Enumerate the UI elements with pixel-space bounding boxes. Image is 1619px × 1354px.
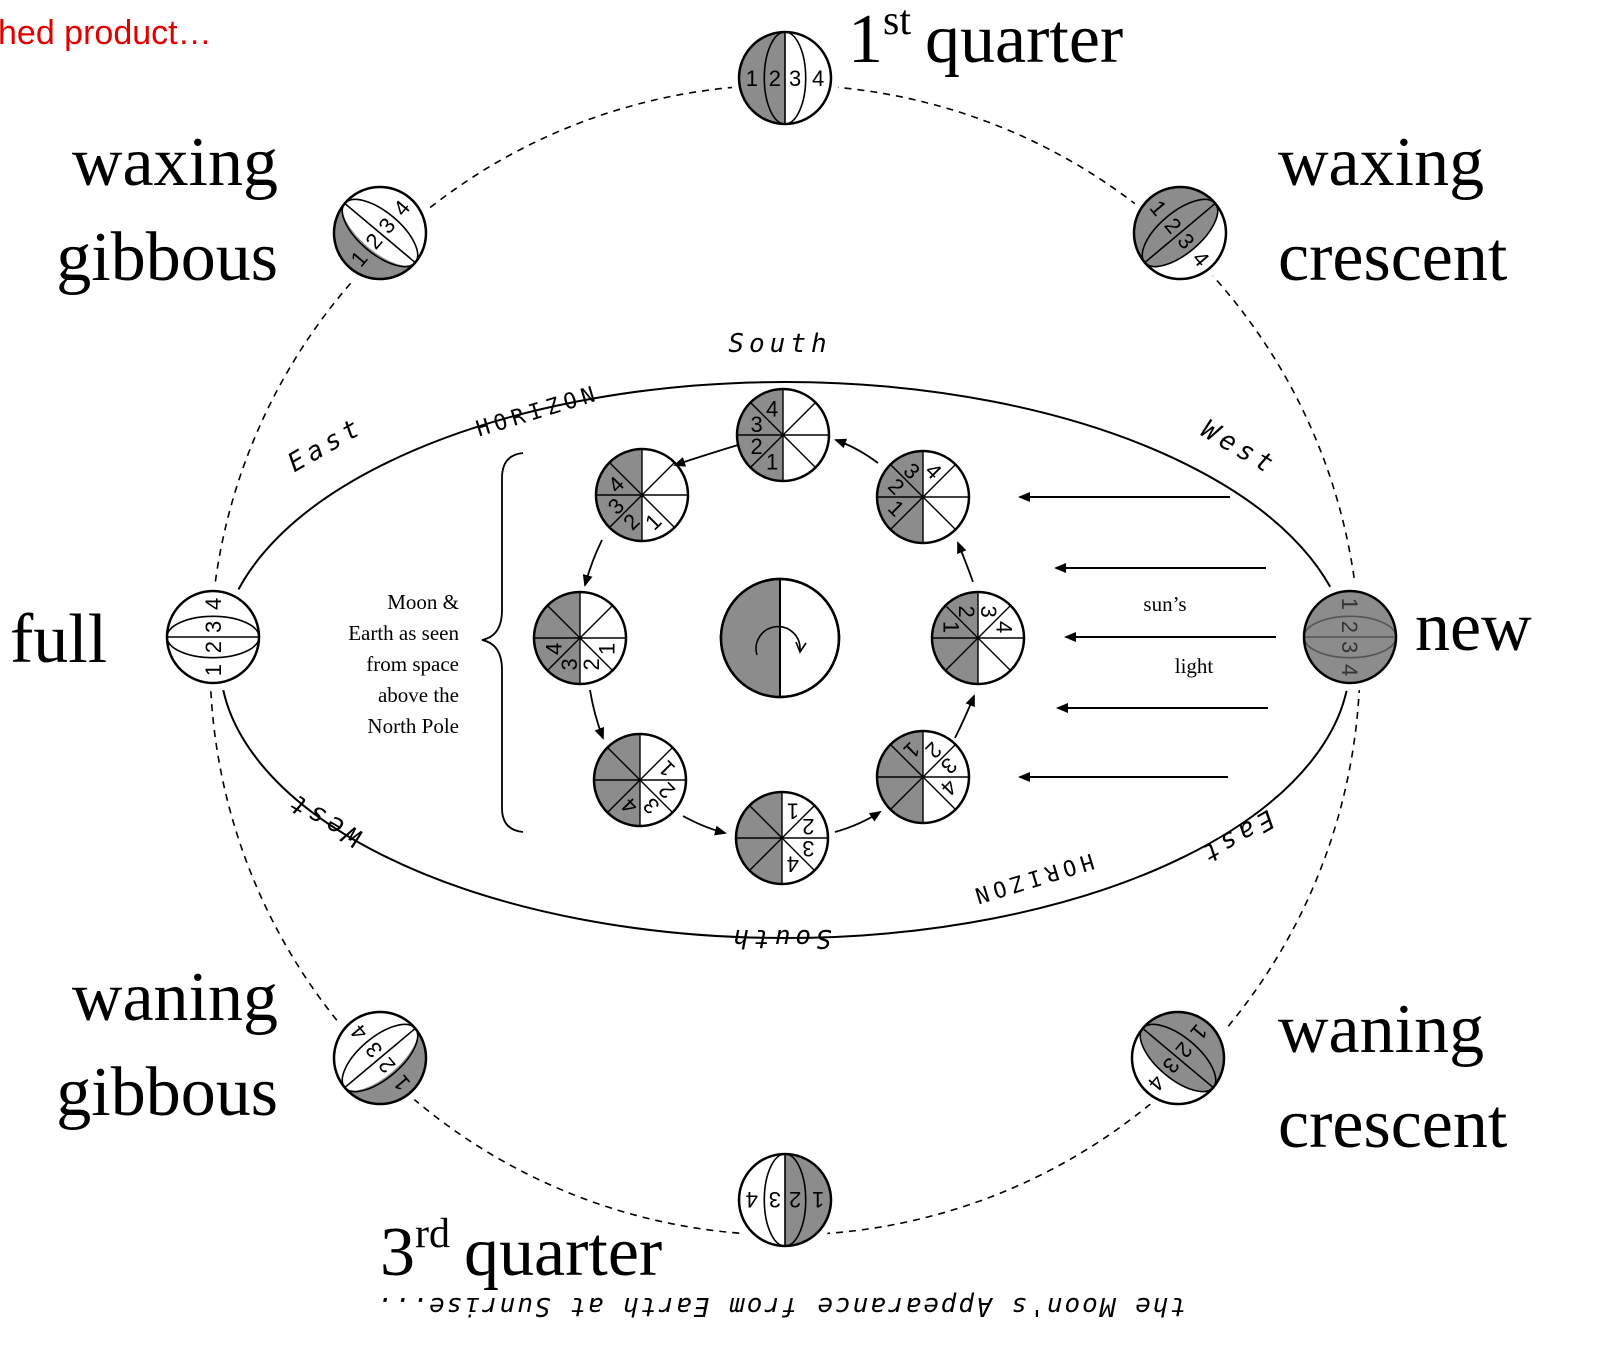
sector-number: 1 xyxy=(1337,598,1362,610)
inner-moon-left: 1 23 4 xyxy=(532,590,628,686)
east-bottom-label: East xyxy=(1193,803,1280,870)
caption-brace xyxy=(481,452,524,833)
sector-number: 4 xyxy=(542,643,567,655)
sector-number: 4 xyxy=(746,1187,758,1212)
sun-label-1: sun’s xyxy=(1143,592,1186,616)
sector-number: 1 xyxy=(746,66,758,91)
sector-number: 2 xyxy=(579,658,604,670)
sector-number: 3 xyxy=(201,621,226,633)
waning-gibbous-line-2: gibbous xyxy=(56,1054,278,1131)
sector-number: 1 xyxy=(812,1187,824,1212)
waning-crescent-line-1: waning xyxy=(1278,991,1484,1068)
new-label: new xyxy=(1415,589,1532,666)
sector-number: 3 xyxy=(802,836,814,861)
waxing-gibbous-line-2: gibbous xyxy=(56,219,278,296)
sector-number: 3 xyxy=(1337,641,1362,653)
sector-number: 4 xyxy=(991,621,1016,633)
south-top-label: South xyxy=(728,329,831,359)
sector-number: 4 xyxy=(812,66,824,91)
waxing-crescent-line-2: crescent xyxy=(1278,219,1508,296)
horizon-top-label: HORIZON xyxy=(473,381,602,442)
sector-number: 3 xyxy=(976,606,1001,618)
sector-number: 1 xyxy=(939,621,964,633)
sector-number: 3 xyxy=(557,658,582,670)
sector-number: 1 xyxy=(201,664,226,676)
mirror-caption: the Moon's Appearance from Earth at Sunr… xyxy=(374,1291,1186,1321)
sector-number: 2 xyxy=(769,66,781,91)
east-top-label: East xyxy=(283,411,370,478)
header-note: hed product… xyxy=(0,14,212,52)
caption-line-2: Earth as seen xyxy=(348,621,459,645)
orbit-arrows xyxy=(582,438,975,836)
sector-number: 1 xyxy=(594,643,619,655)
sector-number: 3 xyxy=(769,1187,781,1212)
sector-number: 4 xyxy=(766,397,778,422)
waxing-gibbous-line-1: waxing xyxy=(72,124,278,201)
waning-crescent-line-2: crescent xyxy=(1278,1086,1508,1163)
west-top-label: West xyxy=(1196,414,1283,481)
caption-line-4: above the xyxy=(378,683,459,707)
caption-line-5: North Pole xyxy=(367,714,459,738)
horizon-bottom-label: HORIZON xyxy=(967,848,1096,909)
sector-number: 4 xyxy=(1337,664,1362,676)
waxing-crescent-line-1: waxing xyxy=(1278,124,1484,201)
sector-number: 3 xyxy=(789,66,801,91)
sector-number: 3 xyxy=(751,412,763,437)
sector-number: 4 xyxy=(201,598,226,610)
sector-number: 1 xyxy=(766,449,778,474)
moon-full: 1 2 3 4 xyxy=(165,589,261,685)
sector-number: 2 xyxy=(751,434,763,459)
sun-label-2: light xyxy=(1175,654,1214,678)
sector-number: 2 xyxy=(1337,621,1362,633)
waning-gibbous-line-1: waning xyxy=(72,959,278,1036)
sector-number: 2 xyxy=(201,641,226,653)
full-label: full xyxy=(10,601,107,678)
sector-number: 2 xyxy=(954,606,979,618)
sector-number: 2 xyxy=(802,814,814,839)
sector-number: 1 xyxy=(787,799,799,824)
caption-line-1: Moon & xyxy=(387,590,459,614)
sunlight-arrows xyxy=(1018,492,1276,782)
west-bottom-label: West xyxy=(281,785,368,852)
south-bottom-label: South xyxy=(728,923,831,953)
caption-line-3: from space xyxy=(366,652,459,676)
sector-number: 2 xyxy=(789,1187,801,1212)
earth-icon xyxy=(719,577,841,699)
sector-number: 4 xyxy=(787,851,799,876)
inner-moon-right: 1 23 4 xyxy=(930,590,1026,686)
moon-new: 1 2 3 4 xyxy=(1302,589,1398,685)
